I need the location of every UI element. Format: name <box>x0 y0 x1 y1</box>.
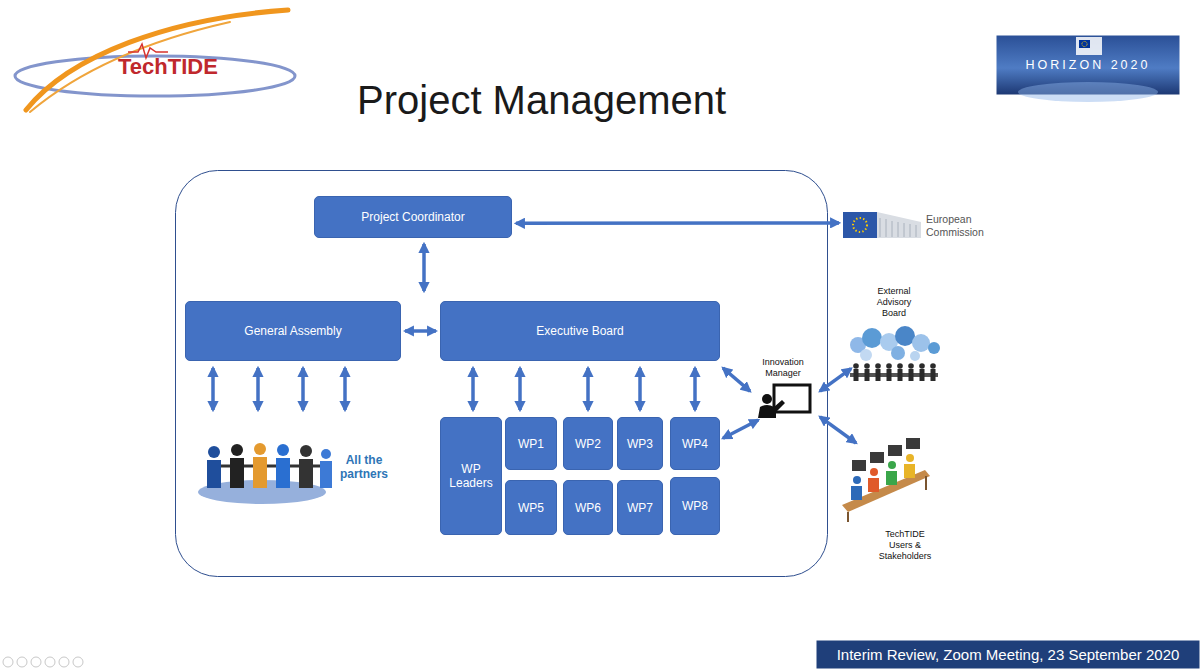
wp-box: WP4 <box>670 417 720 470</box>
box-text: WP1 <box>518 437 544 451</box>
footer-band <box>816 640 1200 669</box>
innovation-manager: Innovation Manager <box>752 356 814 420</box>
node-caption: External Advisory Board <box>869 286 919 319</box>
wp-box: WP5 <box>505 480 557 535</box>
node-caption: Innovation Manager <box>752 357 814 379</box>
project-frame <box>176 171 828 577</box>
logo-swoosh <box>26 10 288 110</box>
box-text: WP7 <box>627 501 653 515</box>
node-caption: European Commission <box>926 213 992 239</box>
advisory-board-image <box>850 326 940 381</box>
banner-glow <box>1018 82 1158 102</box>
box-text: WP Leaders <box>443 462 499 490</box>
double-arrow <box>586 368 590 410</box>
box-text: WP4 <box>682 437 708 451</box>
double-arrow <box>343 368 347 410</box>
users-image <box>842 438 930 522</box>
double-arrow <box>516 221 839 225</box>
banner-building <box>1076 37 1102 55</box>
double-arrow <box>693 368 697 410</box>
logo-swoosh <box>30 22 230 112</box>
double-arrow <box>422 244 426 291</box>
double-arrow <box>211 368 215 410</box>
double-arrow <box>405 329 436 333</box>
box-text: WP8 <box>682 499 708 513</box>
box-text: Executive Board <box>536 324 623 338</box>
leaders-box: WP Leaders <box>440 417 502 535</box>
wp-box: WP1 <box>505 417 557 470</box>
manager-icon <box>758 385 810 418</box>
node-caption: All the partners <box>336 453 392 481</box>
assembly-box: General Assembly <box>185 301 401 361</box>
slide-title: Project Management <box>357 78 726 123</box>
wp-box: WP3 <box>617 417 663 470</box>
double-arrow <box>256 368 260 410</box>
coordinator-box: Project Coordinator <box>314 196 512 238</box>
eu-stars <box>1082 41 1087 46</box>
wp-box: WP7 <box>617 480 663 535</box>
commission-logo: European Commission <box>843 205 993 243</box>
double-arrow <box>723 368 750 391</box>
footer-text: Interim Review, Zoom Meeting, 23 Septemb… <box>816 640 1200 669</box>
box-text: WP2 <box>575 437 601 451</box>
program-name: HORIZON 2020 <box>996 58 1180 72</box>
partners-figures <box>207 443 332 488</box>
viewer-toolbar <box>3 657 83 667</box>
box-text: Project Coordinator <box>361 210 464 224</box>
board-box: Executive Board <box>440 301 720 361</box>
double-arrow <box>471 368 475 410</box>
box-text: General Assembly <box>244 324 341 338</box>
wp-box: WP8 <box>670 477 720 535</box>
double-arrow <box>820 417 856 443</box>
partners-group: All the partners <box>200 438 390 498</box>
double-arrow <box>301 368 305 410</box>
ec-logo <box>843 212 921 238</box>
advisory-board: External Advisory Board <box>845 285 943 387</box>
double-arrow <box>518 368 522 410</box>
wp-box: WP2 <box>563 417 613 470</box>
node-caption: TechTIDE Users & Stakeholders <box>875 529 935 562</box>
eu-flag <box>1079 40 1090 48</box>
box-text: WP6 <box>575 501 601 515</box>
users-stakeholders: TechTIDE Users & Stakeholders <box>838 432 938 569</box>
logo-text: TechTIDE <box>118 54 218 80</box>
box-text: WP5 <box>518 501 544 515</box>
double-arrow <box>820 369 851 392</box>
double-arrow <box>723 420 758 438</box>
box-text: WP3 <box>627 437 653 451</box>
wp-box: WP6 <box>563 480 613 535</box>
double-arrow <box>638 368 642 410</box>
